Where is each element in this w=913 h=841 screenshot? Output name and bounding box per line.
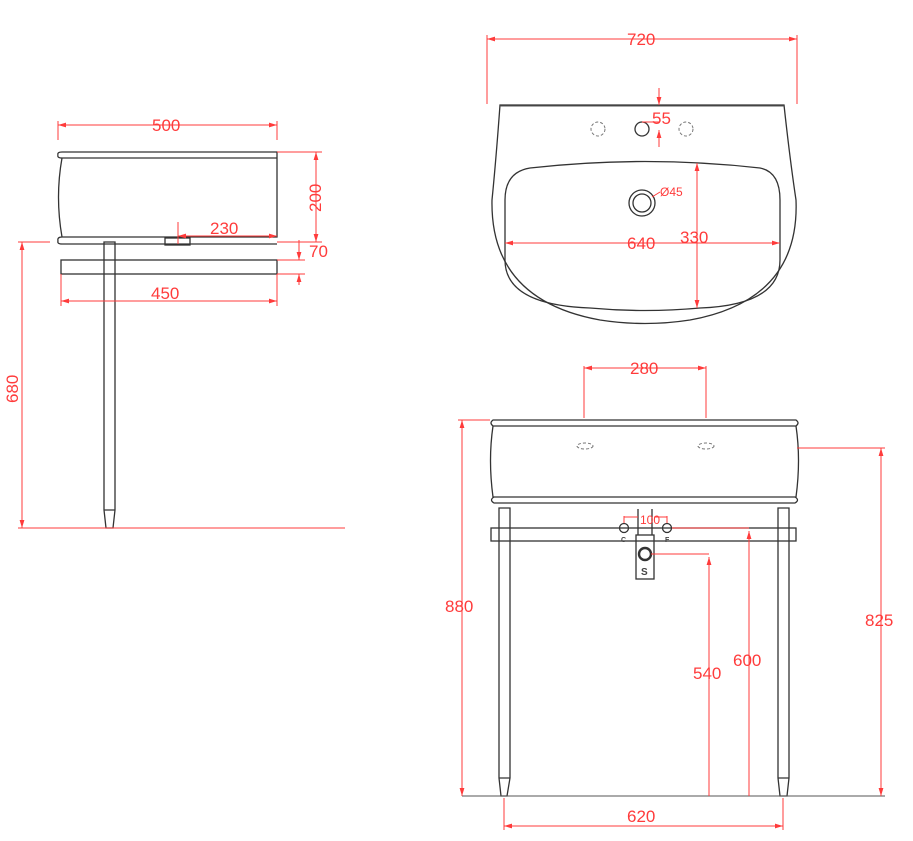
dim-siphon-height: 540 <box>693 664 721 683</box>
overflow-left <box>576 442 594 450</box>
top-view: 720 55 Ø45 640 330 <box>486 30 798 325</box>
waste-hole-outer <box>628 189 656 217</box>
dim-leg-spacing: 620 <box>627 807 655 826</box>
optional-tap-hole-left <box>590 121 606 137</box>
dim-waste-diameter: Ø45 <box>660 185 683 199</box>
leg-right <box>777 507 790 797</box>
dim-tap-spacing: 280 <box>630 359 658 378</box>
dim-valve-spacing: 100 <box>640 513 660 527</box>
basin-body <box>489 425 800 498</box>
dim-bowl-width: 640 <box>627 234 655 253</box>
dim-bowl-depth: 330 <box>680 228 708 247</box>
bowl-outline <box>504 160 781 312</box>
dim-rim-height: 825 <box>865 611 893 630</box>
dim-bowl-height: 200 <box>306 184 325 212</box>
optional-tap-hole-right <box>678 121 694 137</box>
leg-left <box>498 507 511 797</box>
front-view: C F S 280 880 825 100 540 600 620 <box>445 359 893 830</box>
dim-valve-height: 600 <box>733 651 761 670</box>
siphon-box <box>635 534 655 580</box>
dim-overall-width: 720 <box>627 30 655 49</box>
waste-hole-inner <box>632 193 652 213</box>
dim-shelf-width: 450 <box>151 284 179 303</box>
dim-tap-hole-offset: 55 <box>652 109 671 128</box>
valve-hot <box>661 522 673 534</box>
basin-rim <box>490 419 799 427</box>
dim-shelf-height: 680 <box>3 375 22 403</box>
tap-hole <box>634 121 650 137</box>
side-view: 500 200 230 70 450 680 <box>3 116 345 529</box>
dim-overall-height: 880 <box>445 597 473 616</box>
dim-waste-offset: 230 <box>210 219 238 238</box>
shelf <box>60 259 278 275</box>
siphon-outlet <box>637 546 653 562</box>
label-cold: C <box>621 537 626 544</box>
valve-cold <box>618 522 630 534</box>
basin-side-outline <box>57 151 278 245</box>
front-shelf <box>490 527 797 542</box>
basin-base <box>490 496 799 504</box>
overflow-right <box>697 442 715 450</box>
leg-side <box>103 241 116 529</box>
label-siphon: S <box>641 567 648 578</box>
dim-width-top: 500 <box>152 116 180 135</box>
basin-top-outline <box>491 104 797 325</box>
dim-shelf-thickness: 70 <box>309 242 328 261</box>
label-hot: F <box>665 537 670 544</box>
